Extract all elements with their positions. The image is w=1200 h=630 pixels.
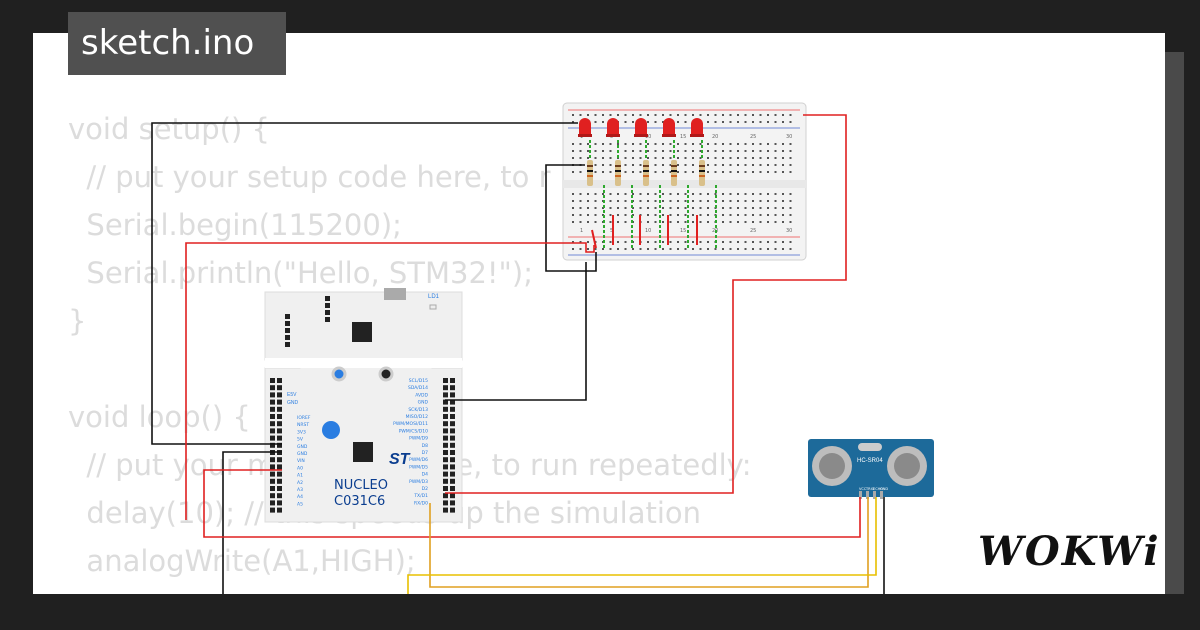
svg-text:30: 30 (786, 228, 792, 234)
led-3[interactable] (634, 118, 648, 137)
resistor-4[interactable] (671, 160, 677, 186)
led-1[interactable] (578, 118, 592, 137)
code-line[interactable]: // put your setup code here, to r (68, 160, 551, 194)
usb-connector-icon (384, 288, 406, 300)
user-button-icon[interactable] (331, 366, 347, 382)
svg-text:D8: D8 (422, 443, 428, 449)
svg-text:10: 10 (645, 228, 651, 234)
svg-text:30: 30 (786, 134, 792, 140)
svg-text:25: 25 (750, 228, 756, 234)
wires (151, 114, 885, 600)
code-line[interactable]: Serial.println("Hello, STM32!"); (68, 256, 533, 290)
svg-text:PWM/D5: PWM/D5 (409, 464, 428, 470)
code-line[interactable]: } (68, 585, 752, 594)
svg-text:VCC: VCC (859, 487, 867, 491)
svg-text:TX/D1: TX/D1 (413, 493, 428, 499)
svg-text:D4: D4 (422, 472, 428, 478)
code-line[interactable]: Serial.begin(115200); (68, 208, 402, 242)
svg-text:PWM/D6: PWM/D6 (409, 457, 428, 463)
svg-text:A0: A0 (297, 465, 303, 471)
sensor-model-label: HC-SR04 (857, 458, 883, 464)
svg-text:NRST: NRST (297, 422, 309, 428)
svg-text:5: 5 (610, 228, 613, 234)
mcu-chip-icon (353, 442, 373, 462)
wokwi-logo: WOKWi (978, 528, 1161, 575)
resistor-5[interactable] (699, 160, 705, 186)
svg-text:PWM/CS/D10: PWM/CS/D10 (399, 428, 428, 434)
wire-black-gnd-rail (545, 164, 597, 272)
svg-text:20: 20 (712, 134, 718, 140)
led-2[interactable] (606, 118, 620, 137)
st-logo: ST (389, 451, 411, 468)
led-5[interactable] (690, 118, 704, 137)
green-wires[interactable] (589, 140, 717, 250)
svg-text:A3: A3 (297, 487, 303, 493)
svg-text:1: 1 (580, 228, 583, 234)
code-line[interactable]: analogWrite(A1,HIGH); (68, 544, 416, 578)
svg-text:SDA/D14: SDA/D14 (408, 385, 428, 391)
hc-sr04-sensor[interactable]: HC-SR04 VCC TRIG ECHO GND (808, 439, 934, 499)
resistor-2[interactable] (615, 160, 621, 186)
svg-text:E5V: E5V (287, 392, 297, 398)
svg-text:SCL/D15: SCL/D15 (409, 378, 428, 384)
svg-text:IOREF: IOREF (297, 415, 311, 421)
svg-text:A1: A1 (297, 473, 303, 479)
svg-text:AVDD: AVDD (415, 392, 428, 398)
svg-text:D2: D2 (422, 486, 428, 492)
svg-text:3V3: 3V3 (297, 429, 306, 435)
code-line[interactable]: } (68, 304, 87, 338)
led-label: LD1 (428, 294, 440, 300)
svg-text:15: 15 (680, 134, 686, 140)
wire-red-sensor-vcc (203, 469, 861, 538)
code-line[interactable]: void setup() { (68, 112, 270, 146)
bottom-bar (0, 594, 1200, 630)
svg-text:10: 10 (645, 134, 651, 140)
svg-text:D7: D7 (422, 450, 428, 456)
resistor-1[interactable] (587, 160, 593, 186)
svg-text:RX/D0: RX/D0 (414, 500, 428, 506)
red-short-wires (591, 215, 698, 249)
svg-text:15: 15 (680, 228, 686, 234)
svg-text:5V: 5V (297, 437, 304, 443)
svg-text:GND: GND (287, 400, 299, 406)
wire-black-gnd-top (151, 122, 578, 445)
mbed-logo-icon (322, 421, 340, 439)
file-tab-sketch[interactable]: sketch.ino (68, 12, 286, 75)
svg-text:GND: GND (880, 487, 888, 491)
svg-text:VIN: VIN (297, 458, 305, 464)
led-array[interactable] (578, 118, 705, 186)
wire-red-5v-top (185, 242, 595, 520)
chip-icon (352, 322, 372, 342)
wire-red-5v-rail (445, 114, 847, 494)
svg-text:GND: GND (297, 444, 308, 450)
board-name-line1: NUCLEO (334, 478, 388, 493)
svg-text:A5: A5 (297, 501, 303, 507)
svg-text:MISO/D12: MISO/D12 (406, 414, 428, 420)
svg-text:A2: A2 (297, 480, 303, 486)
wire-black-gnd-board (445, 262, 587, 401)
svg-text:ECHO: ECHO (873, 487, 883, 491)
wire-black-gnd-bottom (222, 451, 282, 600)
wire-orange-trig (429, 497, 869, 588)
board-name-line2: C031C6 (334, 494, 385, 509)
svg-text:TRIG: TRIG (865, 487, 875, 491)
reset-button-icon[interactable] (378, 366, 394, 382)
breadboard[interactable]: 1 5 10 15 20 25 30 1 5 10 15 20 25 30 (562, 102, 807, 261)
svg-text:PWM/D9: PWM/D9 (409, 436, 428, 442)
svg-text:GND: GND (297, 451, 308, 457)
resistor-3[interactable] (643, 160, 649, 186)
nucleo-board[interactable]: LD1 E5V GND IOREFNRST3V35VGNDGNDVINA0A1A… (264, 288, 463, 523)
svg-text:PWM/D3: PWM/D3 (409, 479, 428, 485)
svg-text:SCK/D13: SCK/D13 (408, 407, 428, 413)
svg-text:GND: GND (418, 400, 429, 406)
svg-text:A4: A4 (297, 494, 303, 500)
led-4[interactable] (662, 118, 676, 137)
svg-text:PWM/MOSI/D11: PWM/MOSI/D11 (393, 421, 428, 427)
svg-text:25: 25 (750, 134, 756, 140)
wire-yellow-echo (407, 497, 877, 600)
